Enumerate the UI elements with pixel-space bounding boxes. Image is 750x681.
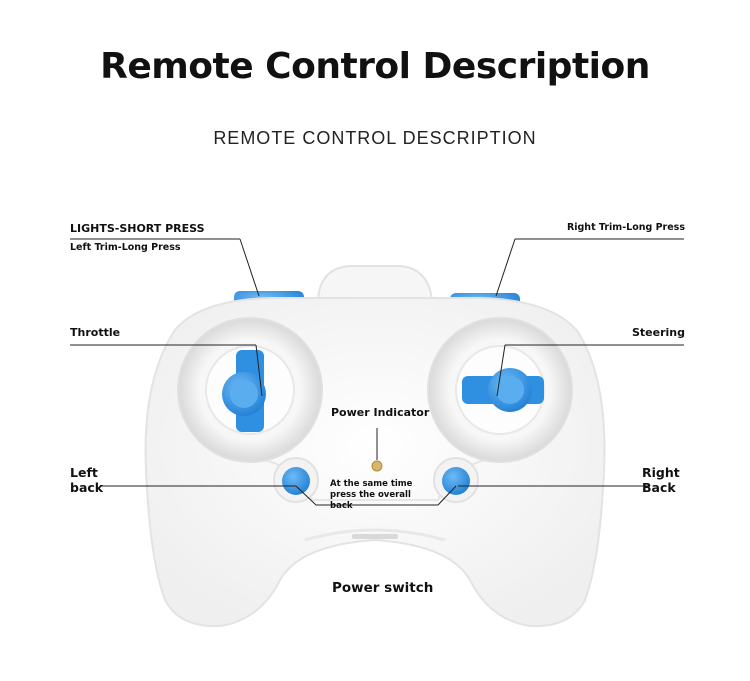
throttle-label: Throttle [70,326,121,339]
left-back-label: Left back [70,465,103,495]
left-back-button [282,467,310,495]
same-time-note-line1: At the same time [330,479,413,489]
callout-lines [70,238,684,506]
top-handle [316,265,434,301]
power-switch [352,534,398,539]
same-time-note-line3: back [330,501,353,511]
left-trim-label: Left Trim-Long Press [70,242,181,253]
same-time-note: At the same time press the overall back [330,479,412,512]
power-switch-label: Power switch [332,580,434,596]
left-back-label-line1: Left [70,465,98,480]
right-back-label-line1: Right [642,465,680,480]
right-back-label-line2: Back [642,480,676,495]
right-trim-label: Right Trim-Long Press [566,222,685,233]
page-title: Remote Control Description [100,46,650,87]
left-back-label-line2: back [70,480,104,495]
same-time-note-line2: press the overall [330,490,411,500]
right-back-button [442,467,470,495]
power-indicator-label: Power Indicator [331,406,430,419]
power-indicator-led [371,460,383,472]
steering-label: Steering [631,326,685,339]
lights-label: LIGHTS-SHORT PRESS [70,222,205,235]
page-subtitle: REMOTE CONTROL DESCRIPTION [213,128,537,148]
right-back-label: Right Back [642,465,680,495]
